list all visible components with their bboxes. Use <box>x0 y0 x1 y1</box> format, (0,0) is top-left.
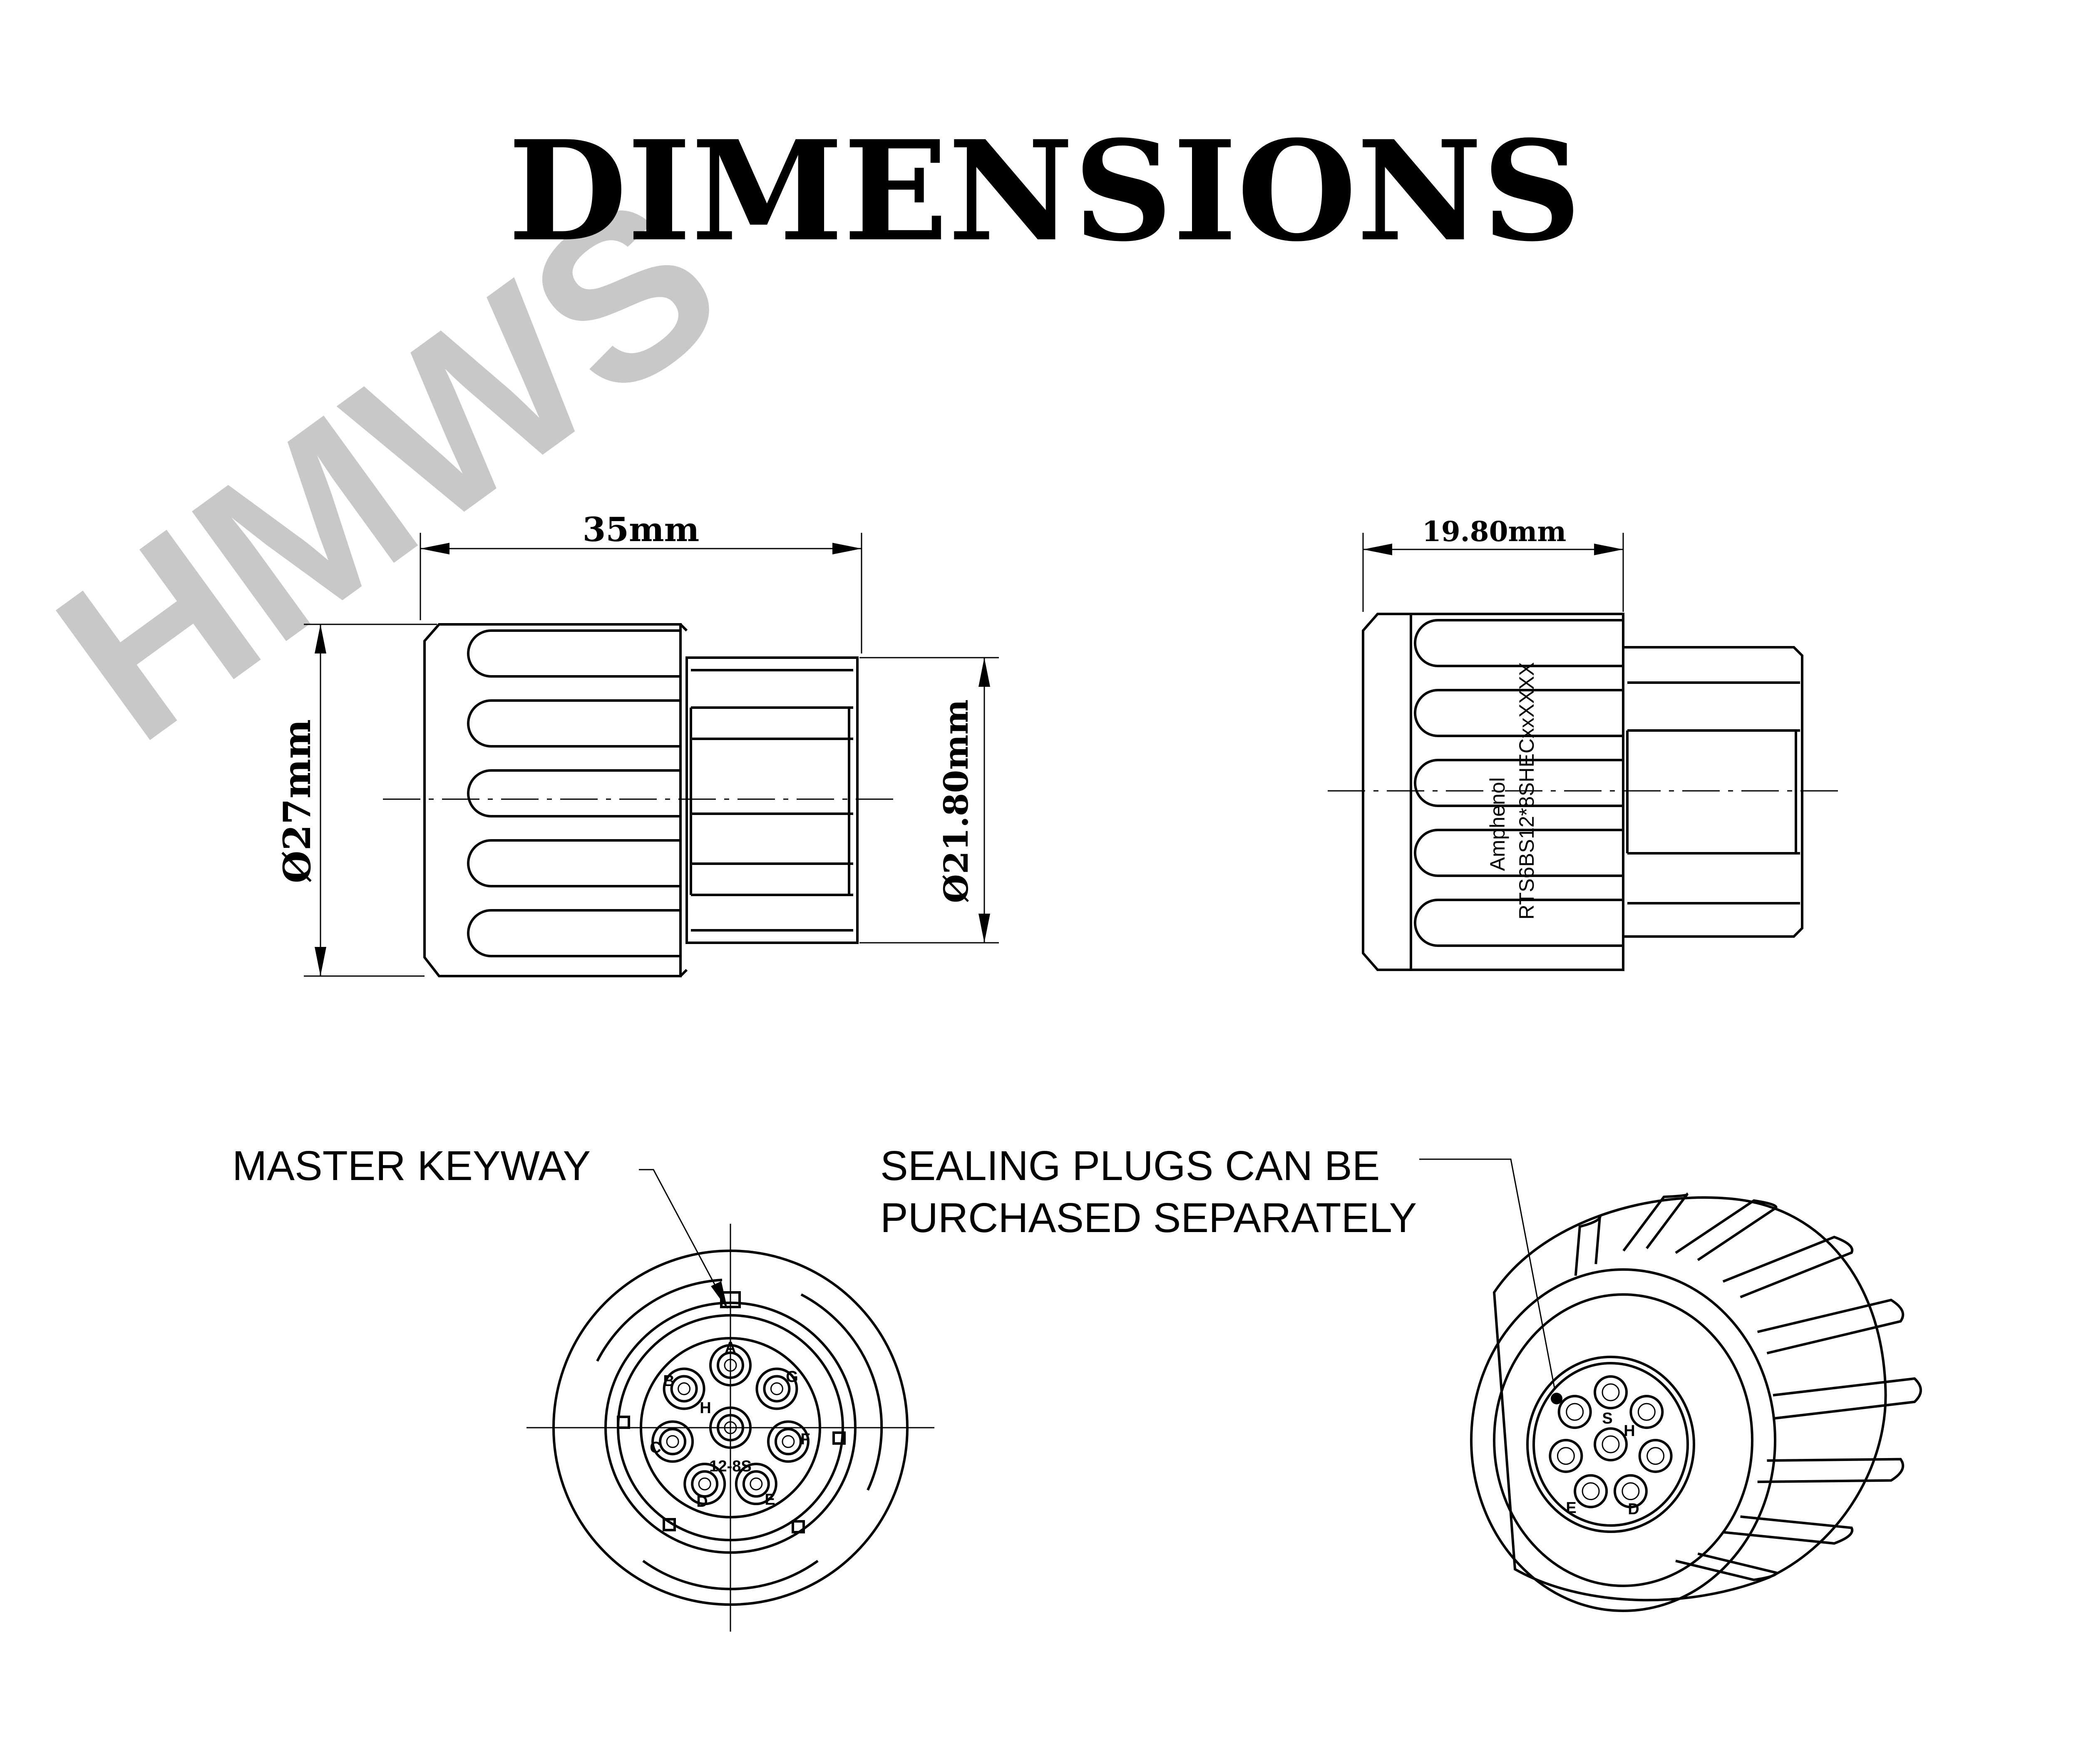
pin-label-f: F <box>800 1431 810 1448</box>
page-title: DIMENSIONS <box>508 110 1581 272</box>
contact-cavity <box>709 1344 752 1386</box>
iso-grip-rib <box>1574 1214 1602 1276</box>
iso-contact-cavity <box>1629 1395 1664 1429</box>
contact-cavities <box>651 1344 810 1506</box>
contact-pin <box>678 1382 691 1395</box>
iso-pin-label-e: E <box>1566 1499 1576 1517</box>
contact-cavity <box>683 1463 726 1506</box>
iso-contact-pin <box>1602 1383 1620 1401</box>
contact-bore <box>717 1352 744 1379</box>
iso-pin-label-s: S <box>1602 1410 1612 1427</box>
contact-bore <box>670 1375 698 1403</box>
contact-cavities <box>1549 1375 1673 1508</box>
nut-grip-ribs <box>467 629 680 957</box>
contact-cavity <box>735 1463 777 1506</box>
iso-pin-label-h: H <box>1624 1422 1635 1440</box>
pin-label-d: D <box>696 1493 708 1511</box>
iso-contact-pin <box>1646 1447 1665 1465</box>
iso-contact-pin <box>1566 1403 1584 1421</box>
pin-label-h: H <box>700 1399 711 1417</box>
iso-grip-rib <box>1723 1515 1854 1545</box>
nut-grip-ribs <box>1414 619 1623 947</box>
contact-pin <box>698 1477 711 1491</box>
brand-marking: Amphenol <box>1486 777 1509 871</box>
length-dimension: 35mm <box>583 510 700 549</box>
iso-contact-cavity <box>1613 1474 1648 1508</box>
contact-cavity <box>651 1420 694 1463</box>
iso-contact-cavity <box>1574 1474 1608 1508</box>
iso-contact-cavity <box>1549 1439 1583 1473</box>
grip-rib <box>467 769 680 817</box>
contact-cavity <box>755 1367 798 1410</box>
contact-bore <box>659 1428 687 1456</box>
side-view: 35mm Ø27mm Ø21.80mm <box>275 510 999 977</box>
grip-rib <box>1414 899 1623 947</box>
grip-rib <box>467 629 680 678</box>
nut-grip-ribs <box>1574 1192 1922 1581</box>
contact-pin <box>724 1421 737 1434</box>
contact-cavity <box>767 1420 810 1463</box>
iso-grip-rib <box>1622 1192 1689 1252</box>
grip-rib <box>467 909 680 957</box>
contact-pin <box>750 1477 763 1491</box>
front-face-view: 12-8S A B C D E F G H <box>526 1224 934 1632</box>
contact-bore <box>774 1428 802 1456</box>
iso-contact-pin <box>1602 1435 1620 1453</box>
grip-rib <box>1414 689 1623 737</box>
iso-contact-cavity <box>1594 1427 1628 1461</box>
grip-rib <box>467 699 680 748</box>
contact-bore <box>717 1414 744 1441</box>
grip-rib <box>1414 829 1623 877</box>
pin-label-e: E <box>765 1491 775 1508</box>
sealing-plugs-callout-line2: PURCHASED SEPARATELY <box>880 1195 1417 1241</box>
contact-cavity <box>663 1367 705 1410</box>
iso-grip-rib <box>1757 1299 1905 1354</box>
iso-pin-label-d: D <box>1628 1501 1639 1518</box>
isometric-view: S H D E <box>1470 1192 1922 1612</box>
contact-pin <box>724 1359 737 1372</box>
iso-contact-pin <box>1582 1482 1600 1501</box>
pin-label-b: B <box>663 1372 674 1390</box>
iso-contact-cavity <box>1638 1439 1673 1473</box>
grip-rib <box>1414 759 1623 807</box>
contact-pin <box>666 1435 679 1448</box>
pin-label-g: G <box>786 1368 798 1386</box>
contact-bore <box>763 1375 791 1403</box>
iso-contact-pin <box>1622 1482 1640 1501</box>
end-view: Amphenol RTS6BS12*8SHECxxXXXX 19.80mm <box>1328 515 1840 971</box>
large-diameter-dimension: Ø27mm <box>275 719 319 883</box>
contact-bore <box>742 1470 770 1498</box>
iso-contact-pin <box>1557 1447 1575 1465</box>
master-keyway-callout: MASTER KEYWAY <box>232 1143 591 1189</box>
iso-contact-cavity <box>1557 1395 1592 1429</box>
contact-bore <box>691 1470 719 1498</box>
contact-cavity <box>709 1406 752 1449</box>
pin-label-a: A <box>725 1339 736 1357</box>
contact-pin <box>782 1435 795 1448</box>
end-length-dimension: 19.80mm <box>1422 515 1566 548</box>
iso-grip-rib <box>1773 1377 1922 1420</box>
iso-grip-rib <box>1675 1199 1778 1261</box>
iso-grip-rib <box>1675 1552 1778 1581</box>
iso-grip-rib <box>1722 1235 1854 1299</box>
grip-rib <box>1414 619 1623 667</box>
grip-rib <box>467 839 680 887</box>
part-number-marking: RTS6BS12*8SHECxxXXXX <box>1515 662 1538 920</box>
contact-pin <box>770 1382 783 1395</box>
iso-contact-cavity <box>1594 1375 1628 1409</box>
small-diameter-dimension: Ø21.80mm <box>936 699 976 903</box>
insert-code: 12-8S <box>709 1458 751 1475</box>
pin-label-c: C <box>650 1439 661 1456</box>
iso-grip-rib <box>1757 1458 1905 1483</box>
iso-contact-pin <box>1637 1403 1656 1421</box>
sealing-plugs-callout-line1: SEALING PLUGS CAN BE <box>880 1143 1380 1189</box>
